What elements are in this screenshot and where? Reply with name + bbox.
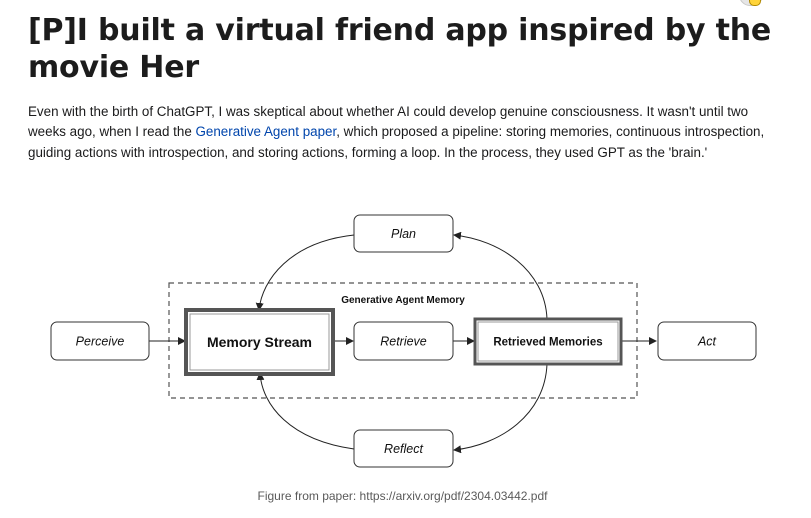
plan-node: Plan [353,214,454,253]
retrieve-node: Retrieve [353,321,454,361]
figure-caption: Figure from paper: https://arxiv.org/pdf… [257,489,548,503]
reflect-to-memory-arc [256,372,355,450]
post-body: Even with the birth of ChatGPT, I was sk… [28,102,783,163]
act-label: Act [697,335,717,349]
post-content: [P]I built a virtual friend app inspired… [28,0,788,163]
group-label: Generative Agent Memory [341,295,465,306]
perceive-node: Perceive [50,321,150,361]
reflect-node: Reflect [353,429,454,468]
retrieved-memories-label: Retrieved Memories [493,337,602,349]
memories-to-plan-arc [453,231,548,320]
retrieved-memories-node: Retrieved Memories [473,317,623,366]
post-body-text-2: , which proposed a pipeline: storing mem… [28,124,765,160]
reflect-label: Reflect [384,442,423,456]
memory-stream-label: Memory Stream [207,334,312,350]
generative-agent-diagram: Generative Agent Memory Plan Perceive Me… [50,214,757,468]
act-node: Act [657,321,757,361]
generative-agent-paper-link[interactable]: Generative Agent paper [195,124,337,140]
avatar-badge-icon [749,0,761,6]
post-title: [P]I built a virtual friend app inspired… [28,13,772,85]
memory-stream-node: Memory Stream [184,308,335,376]
post-body-text-1: Even with the birth of ChatGPT, I was sk… [28,104,749,140]
retrieve-label: Retrieve [380,335,427,349]
memories-to-reflect-arc [453,363,548,454]
plan-to-memory-arc [255,234,355,311]
perceive-label: Perceive [76,335,125,349]
plan-label: Plan [391,227,416,241]
